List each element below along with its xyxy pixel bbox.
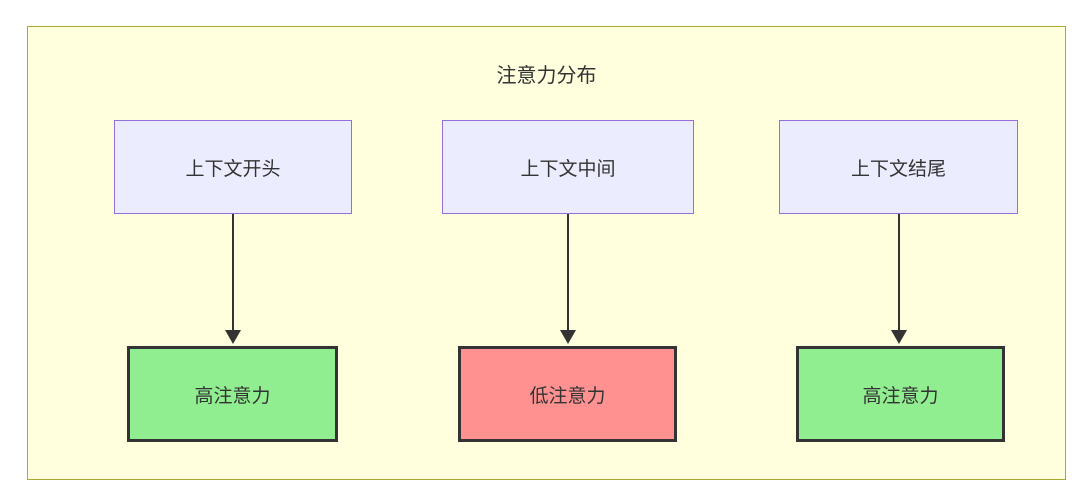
arrow-context-end-to-high [891,214,907,344]
arrow-shaft [232,214,234,332]
arrow-shaft [567,214,569,332]
node-context-middle-label: 上下文中间 [520,158,616,180]
arrow-shaft [898,214,900,332]
node-context-end-label: 上下文结尾 [850,158,946,180]
node-context-start-label: 上下文开头 [185,158,281,180]
node-low-attention: 低注意力 [458,346,677,442]
node-high-attention-left: 高注意力 [127,346,338,442]
node-low-attention-label: 低注意力 [529,385,606,407]
node-high-attention-right-label: 高注意力 [862,385,939,407]
arrow-context-start-to-high [225,214,241,344]
arrowhead-down-icon [560,330,576,344]
node-context-start: 上下文开头 [114,120,352,214]
node-high-attention-left-label: 高注意力 [194,385,271,407]
arrowhead-down-icon [225,330,241,344]
node-context-middle: 上下文中间 [442,120,694,214]
diagram-title: 注意力分布 [496,65,597,87]
attention-distribution-container: 注意力分布 上下文开头 高注意力 上下文中间 低注意力 上下文结尾 [27,26,1066,480]
arrow-context-middle-to-low [560,214,576,344]
node-high-attention-right: 高注意力 [796,346,1005,442]
arrowhead-down-icon [891,330,907,344]
node-context-end: 上下文结尾 [779,120,1018,214]
